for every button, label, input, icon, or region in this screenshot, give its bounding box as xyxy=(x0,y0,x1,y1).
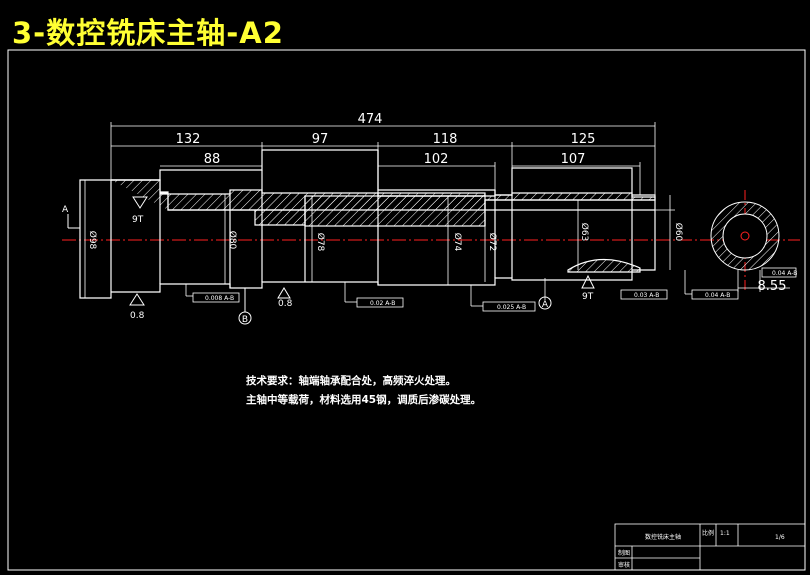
dim-section-offset: 8.55 xyxy=(758,279,787,294)
title-block-scale-label: 比例 xyxy=(702,529,714,537)
dim-seg1: 132 xyxy=(176,132,201,147)
diameter-d2: Ø80 xyxy=(227,231,238,250)
tolerance-frames xyxy=(185,267,797,312)
drawing-frame xyxy=(7,49,806,571)
title-block-part-name: 数控铣床主轴 xyxy=(645,533,681,541)
datum-markers xyxy=(238,288,552,325)
tolerance-5: 0.04 A-B xyxy=(705,292,730,299)
roughness-5: 9T xyxy=(582,292,594,302)
tolerance-3: 0.025 A-B xyxy=(497,304,526,311)
title-block-sheet: 1/6 xyxy=(775,534,785,541)
diameter-d1: Ø98 xyxy=(87,231,98,250)
technical-requirements: 技术要求：轴端轴承配合处，高频淬火处理。 主轴中等载荷，材料选用45钢，调质后渗… xyxy=(246,372,481,410)
section-label-left: A xyxy=(62,205,69,215)
diameter-d3: Ø78 xyxy=(315,233,326,252)
tolerance-4: 0.03 A-B xyxy=(634,292,659,299)
roughness-symbols xyxy=(129,196,595,306)
dim-overall: 474 xyxy=(358,112,383,127)
roughness-2: 0.8 xyxy=(130,311,145,321)
drawing-title: 3-数控铣床主轴-A2 xyxy=(12,16,284,50)
dim-sub4: 107 xyxy=(561,152,586,167)
datum-a: A xyxy=(542,300,549,310)
title-block-scale-value: 1:1 xyxy=(720,530,730,537)
diameter-d4: Ø74 xyxy=(452,233,463,252)
title-block-row1: 制图 xyxy=(618,549,630,557)
dim-seg4: 125 xyxy=(571,132,596,147)
diameter-leaders xyxy=(84,180,675,298)
diameter-d5: Ø72 xyxy=(487,233,498,252)
dim-seg2: 97 xyxy=(312,132,329,147)
dim-sub3: 102 xyxy=(424,152,449,167)
tolerance-6: 0.04 A-B xyxy=(772,270,797,277)
title-block xyxy=(614,523,806,571)
shaft-outline xyxy=(79,149,656,299)
note-line-1: 技术要求：轴端轴承配合处，高频淬火处理。 xyxy=(246,375,456,387)
roughness-1: 9T xyxy=(132,215,144,225)
note-line-2: 主轴中等载荷，材料选用45钢，调质后渗碳处理。 xyxy=(246,394,482,406)
dim-seg3: 118 xyxy=(433,132,458,147)
dimension-lines xyxy=(110,122,656,200)
section-view xyxy=(710,201,790,292)
dim-sub1: 88 xyxy=(204,152,221,167)
tolerance-1: 0.008 A-B xyxy=(205,295,234,302)
diameter-d6: Ø63 xyxy=(579,223,590,242)
tolerance-2: 0.02 A-B xyxy=(370,300,395,307)
title-block-row2: 审核 xyxy=(618,561,630,569)
diameter-d7: Ø60 xyxy=(673,223,684,242)
section-arrow-left xyxy=(67,214,80,229)
roughness-3: 0.8 xyxy=(278,299,293,309)
datum-b: B xyxy=(242,315,248,325)
